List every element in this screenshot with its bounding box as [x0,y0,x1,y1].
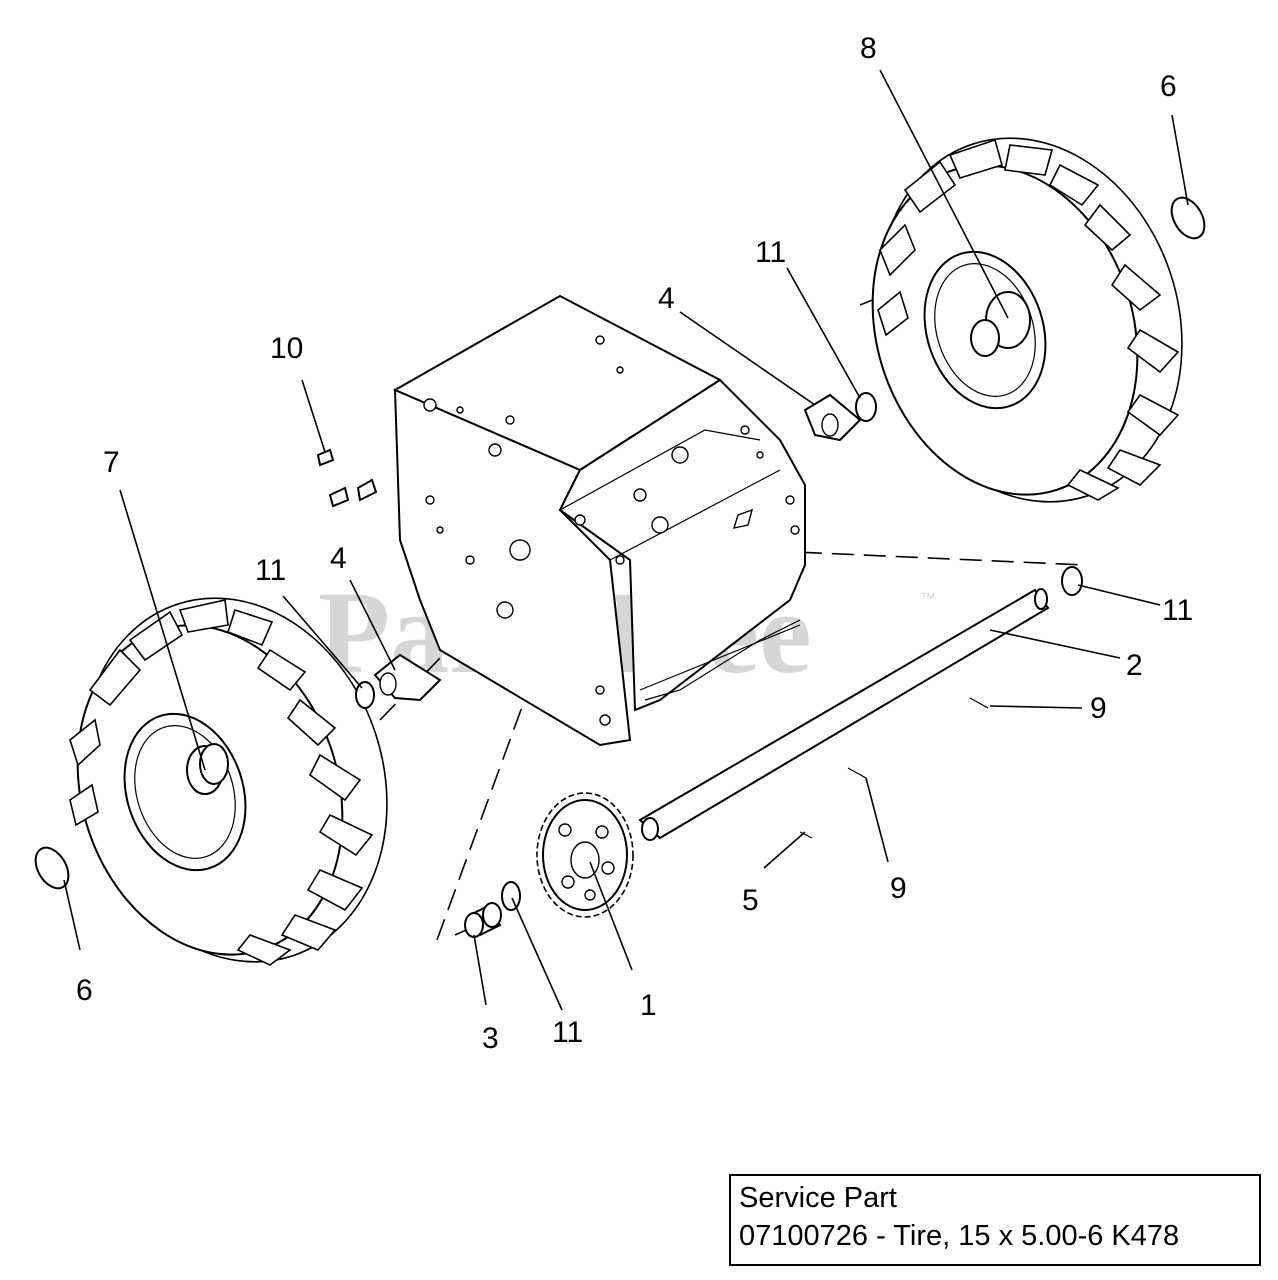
callout-6-top: 6 [1160,70,1177,103]
retaining-rings [355,392,1083,911]
hardware [316,448,989,839]
callout-7: 7 [103,446,120,479]
callout-6-bottom: 6 [76,974,93,1007]
tire-right-tread-lugs [877,138,1180,501]
gear [536,792,634,918]
callout-3: 3 [482,1022,499,1055]
watermark-trademark: ™ [920,591,936,608]
tire-left-tread-lugs [69,599,374,966]
axle-shaft [638,588,1050,841]
bushing [464,902,502,938]
callout-11-upper: 11 [755,236,786,269]
tire-right [871,137,1183,503]
tire-left [76,597,388,963]
callout-1: 1 [640,989,657,1022]
callout-10: 10 [270,332,303,365]
callout-numbers: 8 6 11 4 10 7 11 4 11 2 9 9 5 1 11 3 6 [76,32,1193,1055]
hairpin-clips [34,196,1206,890]
callout-11-left: 11 [255,554,286,587]
callout-4-lower: 4 [330,542,347,575]
callout-5: 5 [742,884,759,917]
leader-lines [63,69,1189,1011]
service-part-title: Service Part [739,1182,897,1214]
callout-2: 2 [1126,649,1143,682]
service-part-description: 07100726 - Tire, 15 x 5.00-6 K478 [739,1220,1180,1252]
callout-8: 8 [860,32,877,65]
callout-9-lower: 9 [890,872,907,905]
callout-11-right: 11 [1162,594,1193,627]
service-part-box: Service Part 07100726 - Tire, 15 x 5.00-… [729,1174,1261,1266]
callout-11-bottom: 11 [552,1016,583,1049]
frame-housing [392,294,806,747]
callout-4-upper: 4 [658,282,675,315]
bearing-flanges [373,393,862,702]
callout-9-upper: 9 [1090,692,1107,725]
